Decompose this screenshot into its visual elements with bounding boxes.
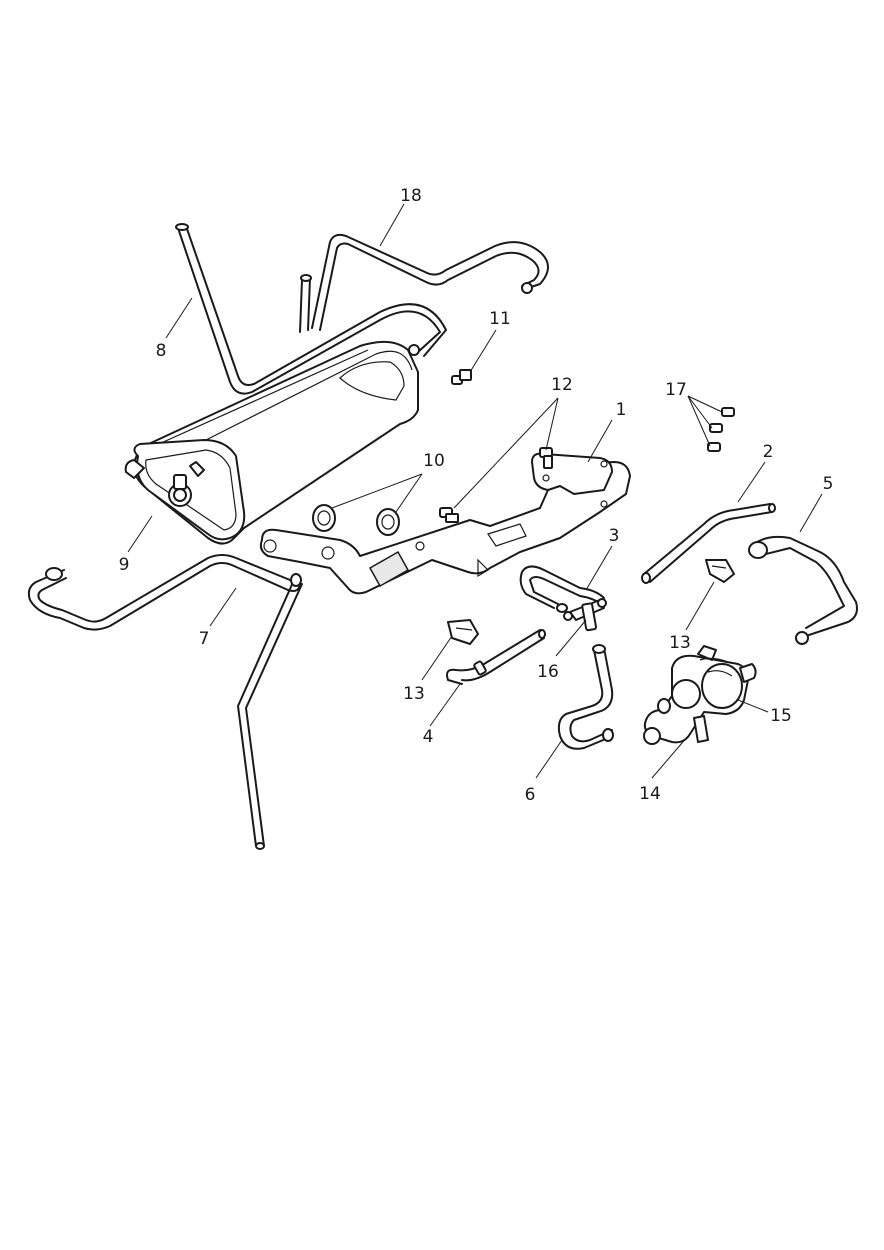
callout-1: 1 — [616, 400, 627, 420]
part-9-canister — [124, 340, 419, 545]
callout-5: 5 — [823, 474, 834, 494]
part-10-grommets — [312, 504, 400, 536]
part-18-hose — [299, 233, 549, 333]
callout-14: 14 — [639, 784, 661, 804]
callout-4: 4 — [423, 727, 434, 747]
part-4-hose — [446, 629, 546, 685]
callout-15: 15 — [770, 706, 792, 726]
part-8-hose — [175, 223, 447, 395]
callout-9: 9 — [119, 555, 130, 575]
callout-16: 16 — [537, 662, 559, 682]
part-5-hose — [748, 535, 858, 645]
part-14-purge-valve — [643, 654, 757, 745]
leader-lines — [127, 203, 823, 779]
part-16-t-connector — [563, 598, 607, 632]
callout-12: 12 — [551, 375, 573, 395]
part-6-hose — [557, 644, 614, 750]
callout-7: 7 — [199, 629, 210, 649]
callout-2: 2 — [763, 442, 774, 462]
callout-10: 10 — [423, 451, 445, 471]
part-12-bolts — [439, 447, 553, 523]
part-2-hose — [641, 503, 776, 584]
callout-13-left: 13 — [403, 684, 425, 704]
callout-8: 8 — [156, 341, 167, 361]
callout-6: 6 — [525, 785, 536, 805]
part-17-screws — [707, 407, 735, 452]
callout-3: 3 — [609, 526, 620, 546]
part-15-valve-bracket — [697, 645, 729, 663]
callout-labels: 1 2 3 4 5 6 7 8 9 10 11 12 13 13 14 15 1… — [119, 186, 834, 805]
part-11-bolt — [451, 369, 472, 385]
callout-13-right: 13 — [669, 633, 691, 653]
callout-17: 17 — [665, 380, 687, 400]
callout-11: 11 — [489, 309, 511, 329]
callout-18: 18 — [400, 186, 422, 206]
part-7-hose — [27, 554, 303, 850]
part-13-clips — [447, 559, 735, 645]
